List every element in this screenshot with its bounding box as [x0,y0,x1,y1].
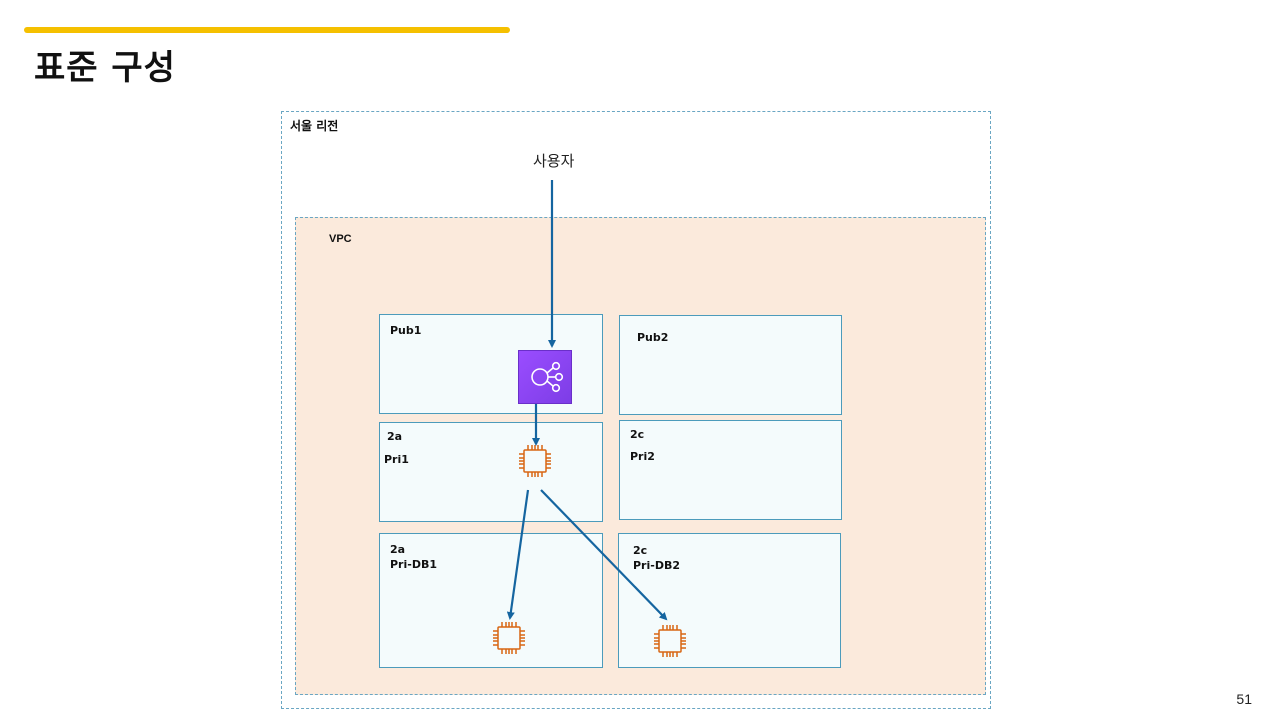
subnet-pri2-az: 2c [630,428,645,441]
subnet-db1-label: Pri-DB1 [390,558,437,571]
subnet-pri1-az: 2a [387,430,403,443]
subnet-pub2 [619,315,842,415]
ec2-instance-icon [519,445,551,477]
subnet-pri1-label: Pri1 [384,453,409,466]
elb-glyph [531,361,564,393]
subnet-db2-label: Pri-DB2 [633,559,680,572]
title-accent-bar [24,27,510,33]
subnet-pub2-label: Pub2 [637,331,669,344]
elastic-load-balancer-icon [518,350,572,404]
ec2-instance-icon [654,625,686,657]
subnet-pri2 [619,420,842,520]
user-label: 사용자 [533,152,575,170]
subnet-pri1 [379,422,603,522]
subnet-pri2-label: Pri2 [630,450,655,463]
vpc-label: VPC [329,233,352,245]
page-title: 표준 구성 [34,48,176,88]
region-label: 서울 리전 [290,119,339,133]
subnet-pub1-label: Pub1 [390,324,422,337]
subnet-db2-az: 2c [633,544,648,557]
page-number: 51 [1236,691,1252,707]
subnet-db1-az: 2a [390,543,406,556]
ec2-instance-icon [493,622,525,654]
